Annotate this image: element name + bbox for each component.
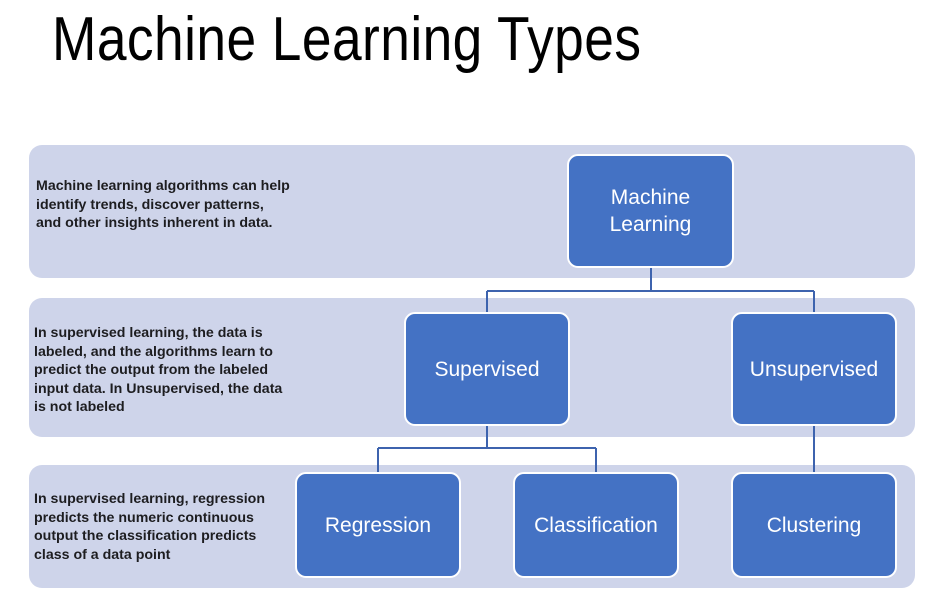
node-clustering[interactable]: Clustering — [731, 472, 897, 578]
page-title: Machine Learning Types — [52, 5, 642, 74]
node-unsupervised[interactable]: Unsupervised — [731, 312, 897, 426]
band-row-1 — [29, 145, 915, 278]
node-regression[interactable]: Regression — [295, 472, 461, 578]
band-1-description: Machine learning algorithms can help ide… — [36, 178, 290, 232]
node-supervised[interactable]: Supervised — [404, 312, 570, 426]
band-3-description: In supervised learning, regression predi… — [34, 491, 266, 563]
node-machine-learning[interactable]: Machine Learning — [567, 154, 734, 268]
node-classification[interactable]: Classification — [513, 472, 679, 578]
band-2-description: In supervised learning, the data is labe… — [34, 325, 283, 416]
